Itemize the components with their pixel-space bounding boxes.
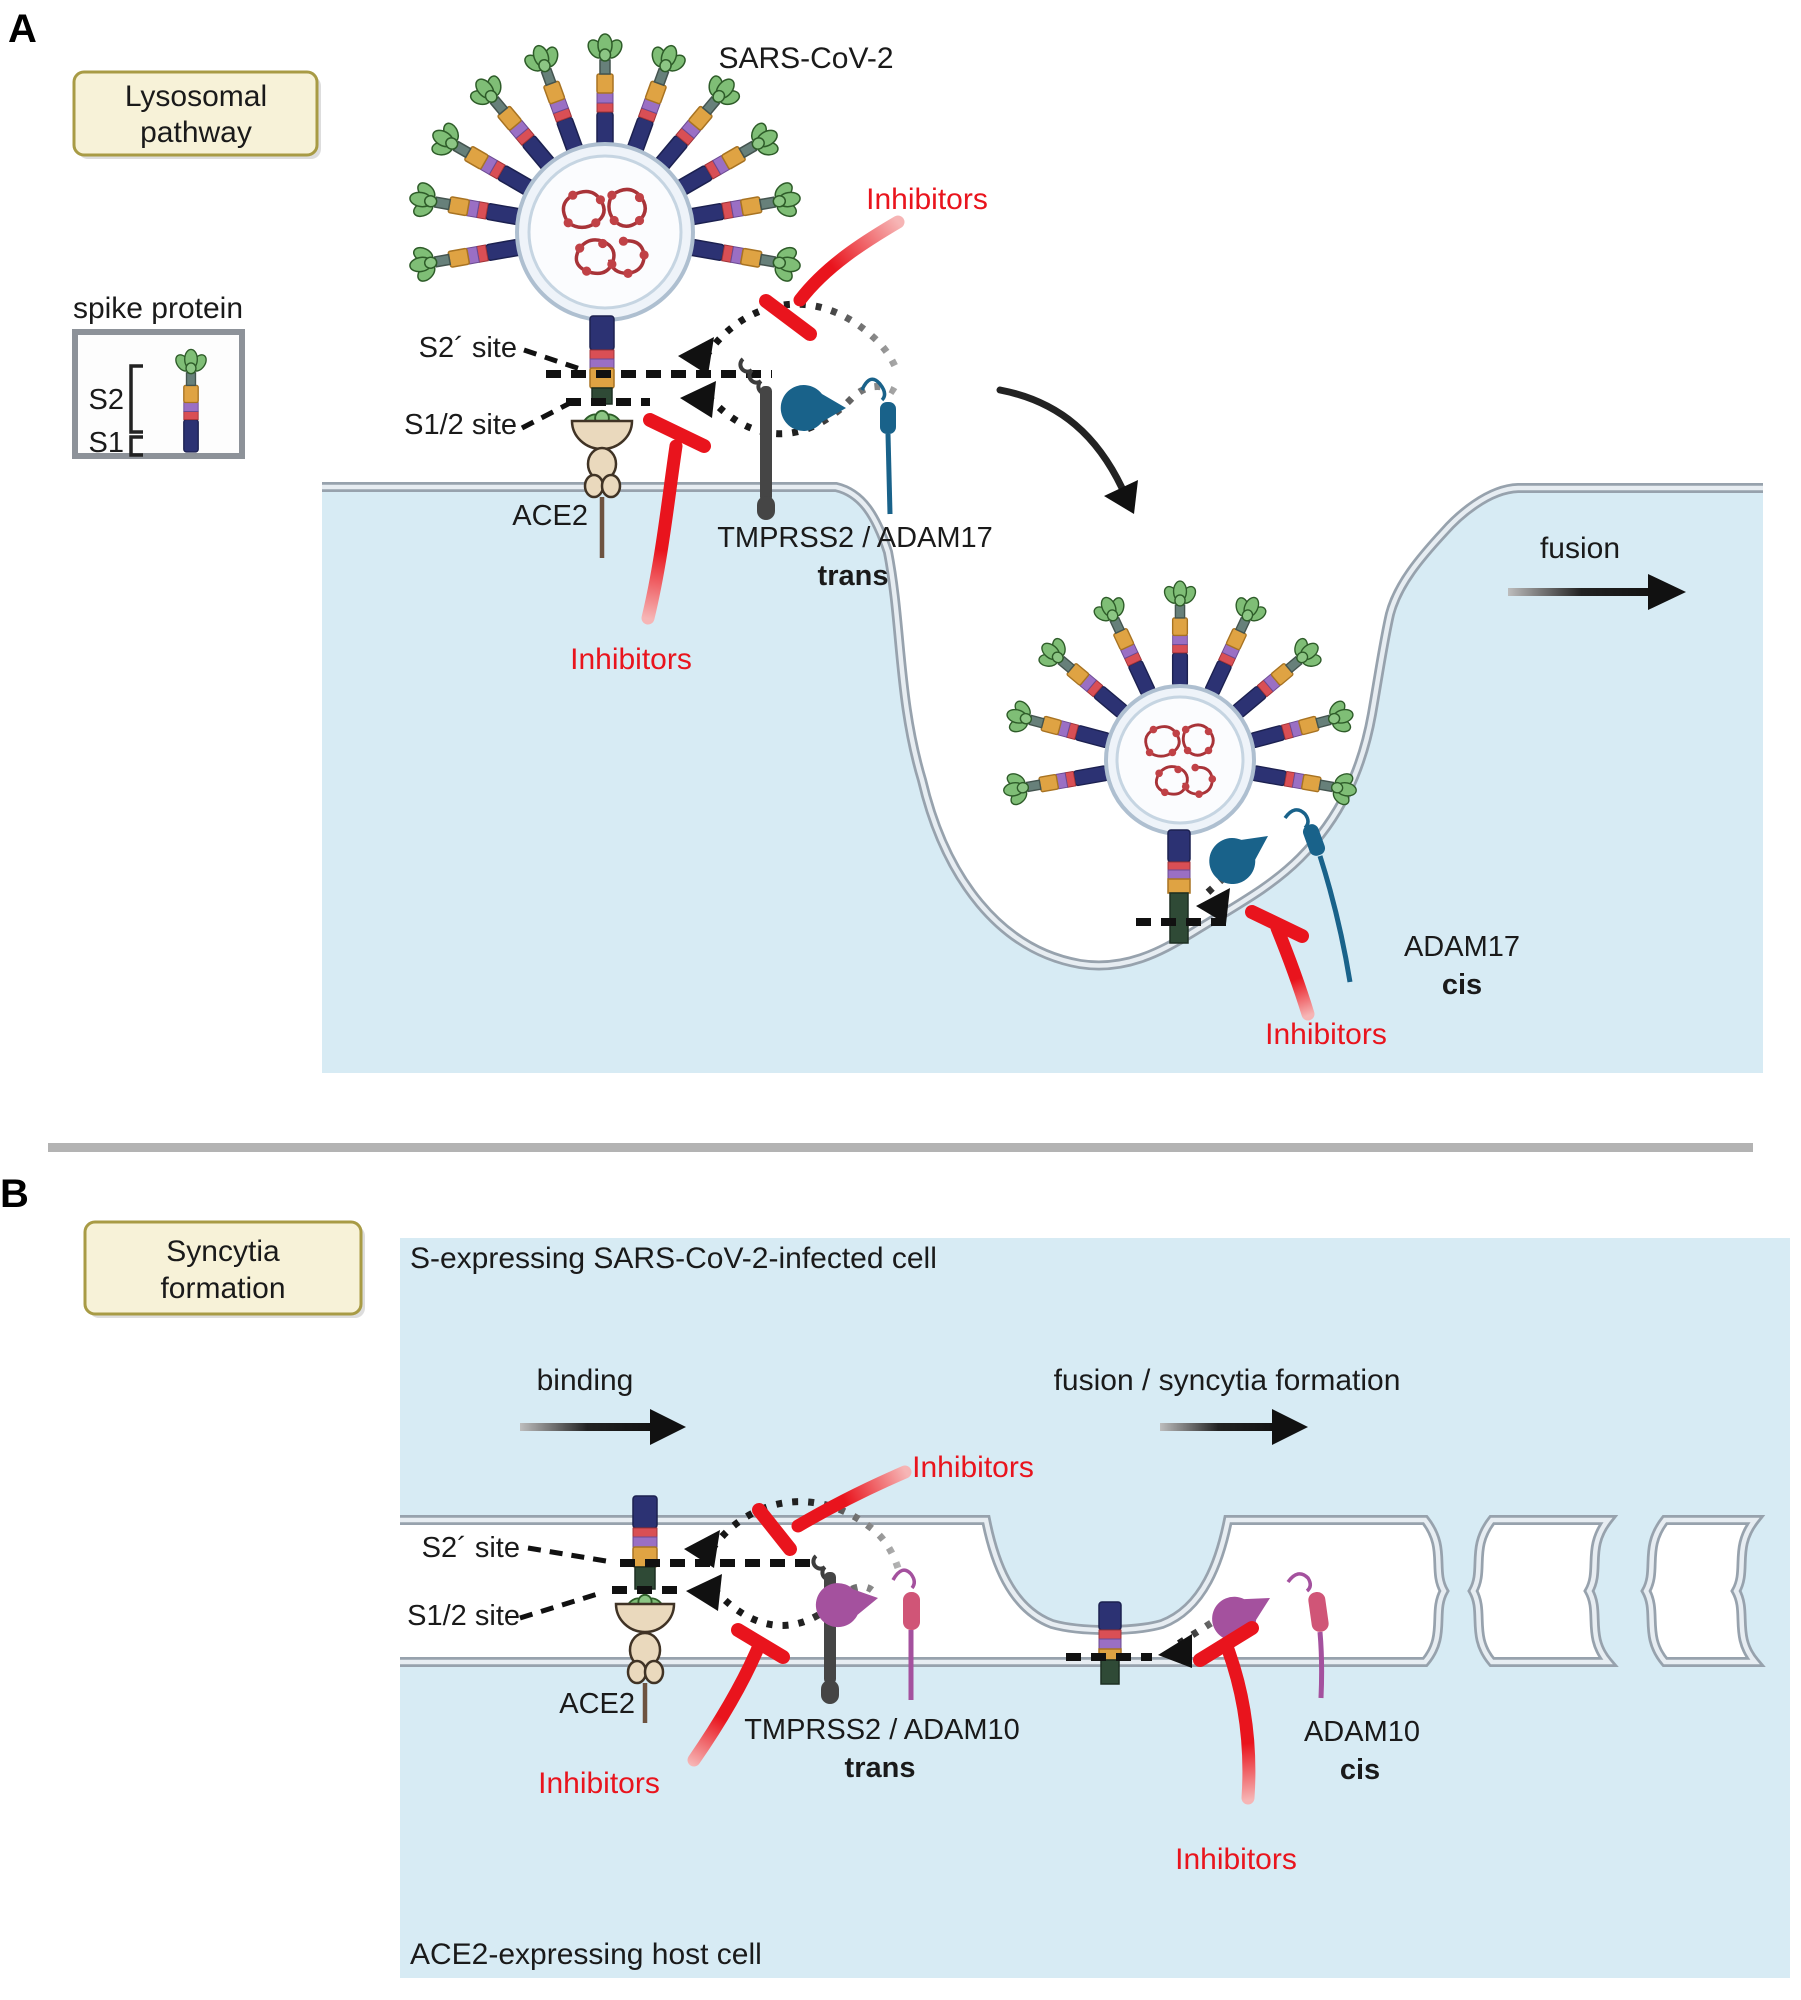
adam10-trans-icon <box>815 1568 920 1700</box>
fusion-label: fusion <box>1540 532 1620 565</box>
panel-b-label: B <box>0 1172 29 1216</box>
legend-s2: S2 <box>89 384 124 416</box>
intercellular-gap <box>400 1520 1444 1662</box>
inhibitor-cis-b: Inhibitors <box>1175 1621 1297 1876</box>
legend-s2-bracket <box>129 364 143 434</box>
fusion-arrow-a: fusion <box>1508 532 1686 610</box>
s12-label-a: S1/2 site <box>404 409 517 441</box>
protease-action-arrows-b <box>684 1498 902 1629</box>
ace2-receptor-a <box>570 419 634 558</box>
trans-label-b: trans <box>845 1752 916 1784</box>
spike-protein-legend: spike protein S2 S1 <box>72 292 245 459</box>
inhibitors-mid-label-a: Inhibitors <box>570 643 692 676</box>
inhibitors-top-label-a: Inhibitors <box>866 183 988 216</box>
s2prime-label-b: S2´ site <box>422 1532 520 1564</box>
protease-cis-label-a: ADAM17 <box>1404 931 1520 963</box>
cis-label-a: cis <box>1442 969 1482 1001</box>
host-cell-a <box>322 487 1763 1073</box>
inhibitor-top-a: Inhibitors <box>759 183 988 341</box>
virus-particle-a2 <box>1001 581 1360 944</box>
ace2-receptor-b <box>614 1602 676 1723</box>
binding-arrow: binding <box>520 1364 686 1445</box>
cell-a-cytoplasm <box>322 487 1763 1073</box>
inhibitor-mid-a: Inhibitors <box>570 413 711 676</box>
inhibitor-top-b: Inhibitors <box>752 1451 1034 1556</box>
ace2-label-a: ACE2 <box>512 500 588 532</box>
ace2-label-b: ACE2 <box>559 1688 635 1720</box>
adam17-cis-icon <box>1209 808 1353 983</box>
syncytia-arrow: fusion / syncytia formation <box>1054 1364 1401 1445</box>
protease-trans-label-a: TMPRSS2 / ADAM17 <box>717 522 993 554</box>
inhibitor-mid-b: Inhibitors <box>538 1623 790 1800</box>
trans-label-a: trans <box>818 560 889 592</box>
cells-b <box>400 1238 1790 1978</box>
cis-label-b: cis <box>1340 1754 1380 1786</box>
host-cell-label: ACE2-expressing host cell <box>410 1938 762 1971</box>
s2prime-pointer <box>523 347 587 374</box>
membrane-contact-spike <box>1167 829 1191 944</box>
s12-pointer <box>520 399 574 431</box>
inhibitor-cis-a: Inhibitors <box>1245 905 1387 1051</box>
panel-divider <box>48 1143 1753 1152</box>
s2prime-label-a: S2´ site <box>419 332 517 364</box>
protease-trans-label-b: TMPRSS2 / ADAM10 <box>744 1714 1020 1746</box>
cis-action-dash-b <box>1176 1603 1240 1647</box>
pathway-box-line2: pathway <box>140 116 252 149</box>
inhibitors-mid-label-b: Inhibitors <box>538 1767 660 1800</box>
infected-cell-label: S-expressing SARS-CoV-2-infected cell <box>410 1242 937 1275</box>
legend-s1: S1 <box>89 427 124 459</box>
pathway-box-line1: Lysosomal <box>125 80 267 113</box>
virus-title: SARS-CoV-2 <box>718 42 893 75</box>
pathway-box-b-line2: formation <box>160 1272 285 1305</box>
panel-b: B Syncytia formation S-expressing S <box>0 1172 1790 1978</box>
fusion-syncytia-label: fusion / syncytia formation <box>1054 1364 1401 1397</box>
s2prime-pointer-b <box>527 1545 613 1565</box>
inhibitors-top-label-b: Inhibitors <box>912 1451 1034 1484</box>
virus-particle-a <box>407 34 804 558</box>
internalization-arrow <box>996 386 1138 514</box>
lysosomal-pathway-box: Lysosomal pathway <box>72 70 321 159</box>
inhibitors-cis-label-a: Inhibitors <box>1265 1018 1387 1051</box>
tmprss2-a-icon <box>738 357 775 520</box>
protease-action-arrows-a <box>678 300 903 438</box>
legend-box <box>72 329 245 459</box>
adam17-trans-icon <box>780 377 896 515</box>
adam10-cis-icon <box>1212 1572 1329 1699</box>
inhibitors-cis-label-b: Inhibitors <box>1175 1843 1297 1876</box>
syncytia-formation-box: Syncytia formation <box>83 1220 365 1318</box>
legend-s1-bracket <box>129 435 143 457</box>
legend-title: spike protein <box>73 292 243 325</box>
s12-label-b: S1/2 site <box>407 1600 520 1632</box>
pathway-box-b-line1: Syncytia <box>166 1235 280 1268</box>
protease-cis-label-b: ADAM10 <box>1304 1716 1420 1748</box>
panel-a-label: A <box>8 7 37 51</box>
s12-pointer-b <box>519 1589 605 1621</box>
panel-a: A Lysosomal pathway SARS-CoV-2 spike pro… <box>8 7 1763 1073</box>
cis-spike-b <box>1098 1601 1122 1685</box>
spike-ace2-complex-b <box>614 1495 676 1723</box>
binding-label: binding <box>537 1364 634 1397</box>
